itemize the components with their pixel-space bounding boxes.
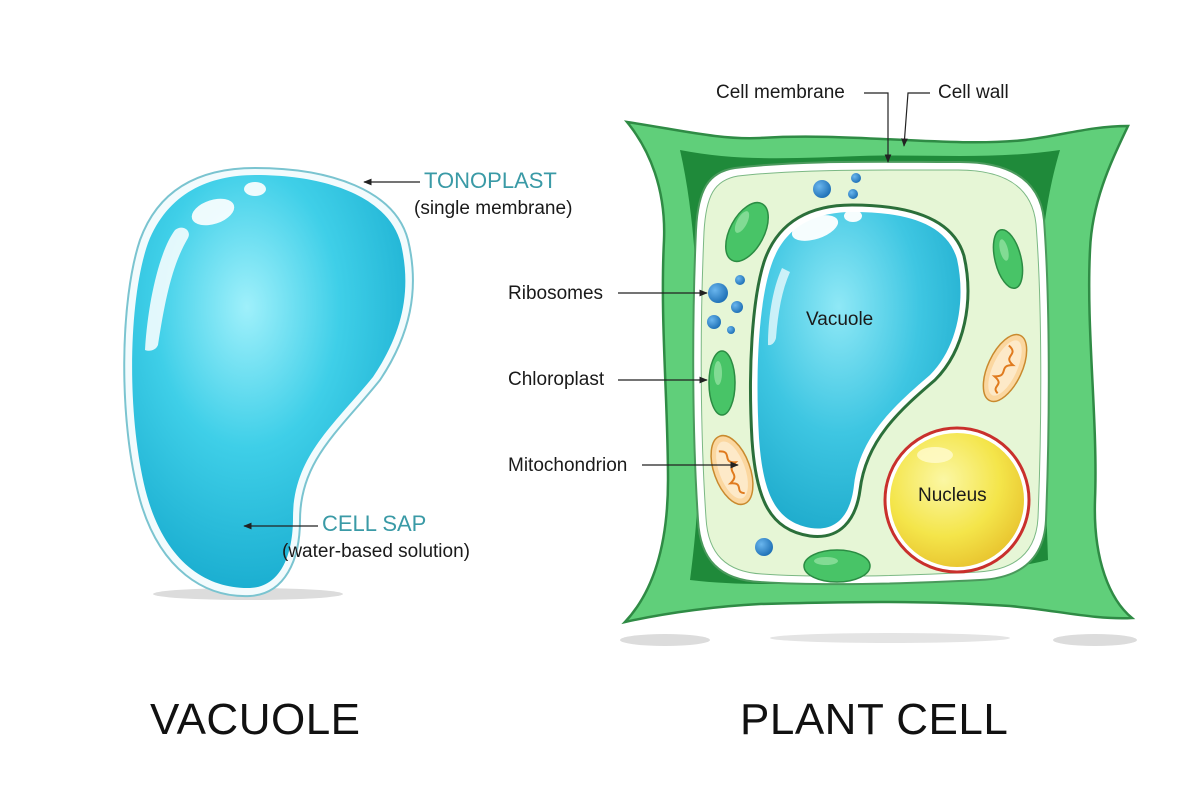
- chloroplast-right-shine: [999, 239, 1009, 261]
- nucleus-label: Nucleus: [918, 485, 987, 506]
- plant-vacuole-highlight-dot: [844, 210, 862, 222]
- nucleus-highlight: [917, 447, 953, 463]
- plant-vacuole-highlight: [791, 215, 839, 241]
- ribosome-8: [727, 326, 735, 334]
- cell-shadow-left: [620, 634, 710, 646]
- vacuole-organelle-label: Vacuole: [806, 309, 874, 330]
- ribosome-5: [735, 275, 745, 285]
- vacuole-title: VACUOLE: [150, 695, 361, 744]
- tonoplast-label: TONOPLAST: [424, 168, 557, 193]
- ribosome-4: [708, 283, 728, 303]
- cell-sap-note: (water-based solution): [282, 541, 470, 562]
- chloroplast-bottom-shine: [814, 557, 838, 565]
- chloroplast-bottom: [803, 549, 871, 583]
- chloroplast-label: Chloroplast: [508, 369, 605, 390]
- mitochondrion-right: [982, 333, 1028, 403]
- nucleus-body: [890, 433, 1024, 567]
- vacuole-highlight-dot: [244, 182, 266, 196]
- plant-cell-title: PLANT CELL: [740, 695, 1009, 744]
- vacuole-highlight-small: [191, 198, 235, 226]
- cell-shadow-right: [1053, 634, 1137, 646]
- cell-wall-pointer: [901, 92, 930, 147]
- chloroplast-left-shine: [714, 361, 722, 385]
- chloroplast-top-shine: [734, 211, 750, 233]
- tonoplast-note: (single membrane): [414, 198, 573, 219]
- cell-membrane-label: Cell membrane: [716, 82, 845, 103]
- ribosome-9: [755, 538, 773, 556]
- cell-membrane-pointer: [864, 92, 892, 163]
- mitochondrion-left: [710, 434, 754, 506]
- vacuole-highlight: [145, 227, 189, 351]
- cell-wall-label: Cell wall: [938, 82, 1009, 103]
- ribosome-1: [813, 180, 831, 198]
- mitochondrion-label: Mitochondrion: [508, 455, 628, 476]
- cell-sap-label: CELL SAP: [322, 511, 427, 536]
- ribosome-3: [848, 189, 858, 199]
- cell-shadow-mid: [770, 633, 1010, 643]
- ribosome-2: [851, 173, 861, 183]
- ribosome-6: [731, 301, 743, 313]
- ribosome-7: [707, 315, 721, 329]
- chloroplast-left: [708, 350, 736, 416]
- plant-vacuole-body: [757, 212, 961, 529]
- vacuole-body: [132, 175, 406, 589]
- plant-vacuole-highlight-streak: [768, 268, 790, 346]
- chloroplast-top: [725, 201, 769, 263]
- ribosomes-label: Ribosomes: [508, 283, 604, 304]
